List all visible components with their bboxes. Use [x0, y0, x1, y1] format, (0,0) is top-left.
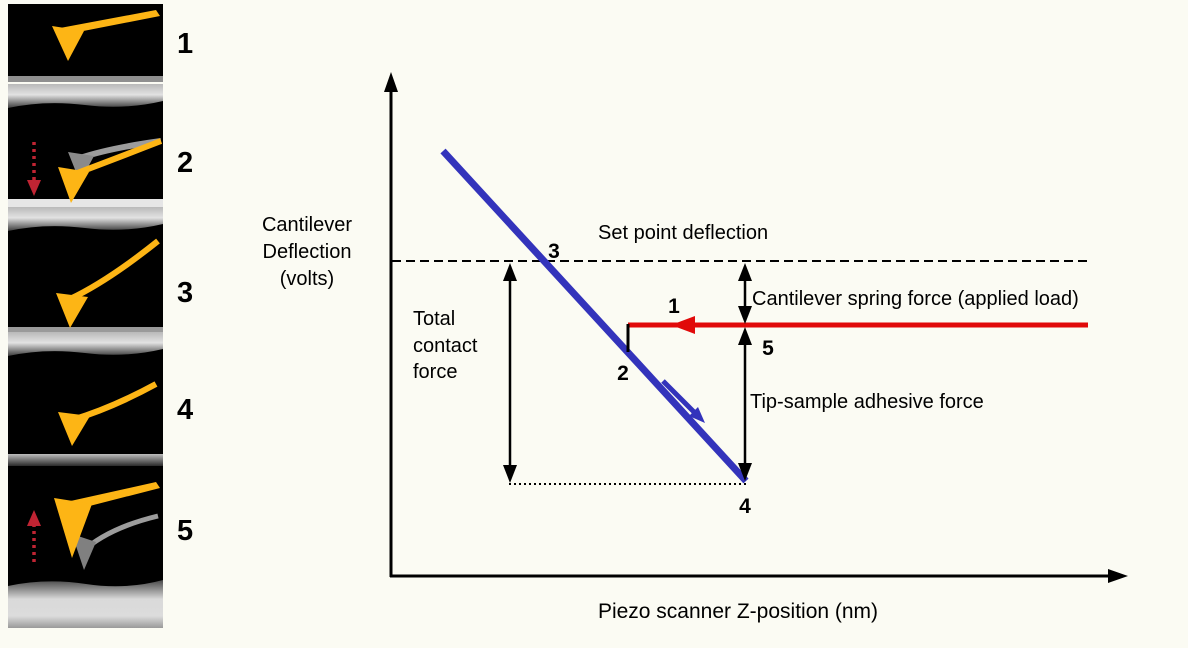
cantilever-panel-2 [8, 84, 163, 207]
cantilever-panel-1 [8, 4, 163, 82]
spring-force-label: Cantilever spring force (applied load) [752, 288, 1079, 310]
cantilever-panel-5 [8, 454, 163, 628]
set-point-label: Set point deflection [598, 222, 768, 244]
curve-point-2: 2 [617, 362, 629, 385]
curve-point-4: 4 [739, 495, 751, 518]
adhesive-force-label: Tip-sample adhesive force [750, 391, 984, 413]
y-axis-label-line3: (volts) [280, 268, 334, 290]
total-contact-label-line3: force [413, 361, 457, 383]
surface-strip [8, 454, 163, 466]
y-axis-label-line1: Cantilever [262, 214, 352, 236]
surface-strip [8, 199, 163, 207]
approach-direction-arrowhead-icon [671, 316, 695, 334]
panel-number-3: 3 [177, 277, 193, 309]
cantilever-panel-3 [8, 207, 163, 332]
total-contact-label-line2: contact [413, 335, 478, 357]
adhesive-force-up-arrowhead-icon [738, 327, 752, 345]
curve-point-3: 3 [548, 240, 560, 263]
x-axis-arrowhead-icon [1108, 569, 1128, 583]
curve-point-5: 5 [762, 337, 774, 360]
cantilever-tip-icon [52, 26, 84, 61]
curve-point-1: 1 [668, 295, 680, 318]
cantilever-tip-icon [56, 293, 88, 328]
cantilever-beam-icon [60, 10, 160, 34]
adhesive-force-down-arrowhead-icon [738, 463, 752, 481]
cantilever-beam-icon [66, 482, 160, 510]
y-axis-arrowhead-icon [384, 72, 398, 92]
panel-number-1: 1 [177, 28, 193, 60]
contact-deflection-line [440, 148, 749, 484]
cantilever-tip-icon [54, 498, 92, 558]
sample-surface-band [8, 84, 163, 108]
panel-number-4: 4 [177, 394, 193, 426]
down-arrowhead-icon [27, 180, 41, 196]
surface-strip [8, 76, 163, 82]
retract-direction-arrowhead-icon [689, 407, 705, 423]
sample-surface-band [8, 580, 163, 628]
y-axis-label-line2: Deflection [263, 241, 352, 263]
sample-surface-band [8, 207, 163, 231]
spring-force-down-arrowhead-icon [738, 306, 752, 324]
total-contact-down-arrowhead-icon [503, 465, 517, 483]
up-arrowhead-icon [27, 510, 41, 526]
cantilever-tip-icon [58, 167, 89, 203]
sample-surface-band [8, 332, 163, 356]
ghost-tip-icon [68, 152, 94, 182]
retract-direction-arrow [661, 379, 696, 414]
spring-force-up-arrowhead-icon [738, 263, 752, 281]
total-contact-label-line1: Total [413, 308, 455, 330]
surface-strip [8, 327, 163, 332]
panel-number-2: 2 [177, 147, 193, 179]
x-axis-label: Piezo scanner Z-position (nm) [598, 600, 878, 623]
cantilever-tip-icon [58, 412, 90, 446]
cantilever-panel-4 [8, 332, 163, 454]
total-contact-up-arrowhead-icon [503, 263, 517, 281]
cantilever-beam-icon [68, 238, 160, 302]
ghost-tip-icon [72, 534, 96, 570]
panel-number-5: 5 [177, 515, 193, 547]
